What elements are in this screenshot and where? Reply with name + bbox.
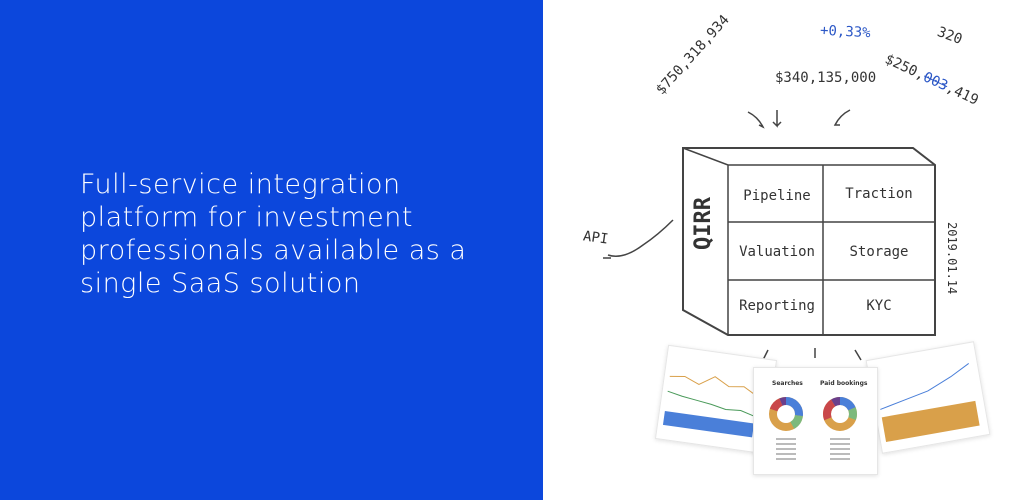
module-kyc: KYC (866, 298, 892, 314)
hero-panel: Full-service integration platform for in… (0, 0, 543, 500)
value-center: $340,135,000 (775, 70, 877, 86)
chart-title-searches: Searches (772, 380, 803, 387)
box-sketch (603, 109, 936, 361)
donut-card: Searches Paid bookings (753, 367, 878, 475)
module-valuation: Valuation (739, 244, 815, 260)
donut-paid-bookings (823, 397, 857, 431)
module-traction: Traction (845, 186, 913, 202)
headline: Full-service integration platform for in… (80, 169, 467, 299)
line-chart-card-left (654, 344, 778, 455)
date: 2019.01.14 (945, 222, 959, 295)
illustration: +0,33% $750,318,934 $340,135,000 $250,00… (543, 0, 1024, 500)
donut-searches (769, 397, 803, 431)
module-reporting: Reporting (739, 298, 815, 314)
module-storage: Storage (849, 244, 909, 260)
api-label: API (582, 228, 610, 248)
bar-chart-card-right (865, 341, 991, 454)
chart-title-paid-bookings: Paid bookings (820, 380, 868, 387)
logo: QIRR (691, 197, 716, 250)
module-pipeline: Pipeline (743, 188, 811, 204)
